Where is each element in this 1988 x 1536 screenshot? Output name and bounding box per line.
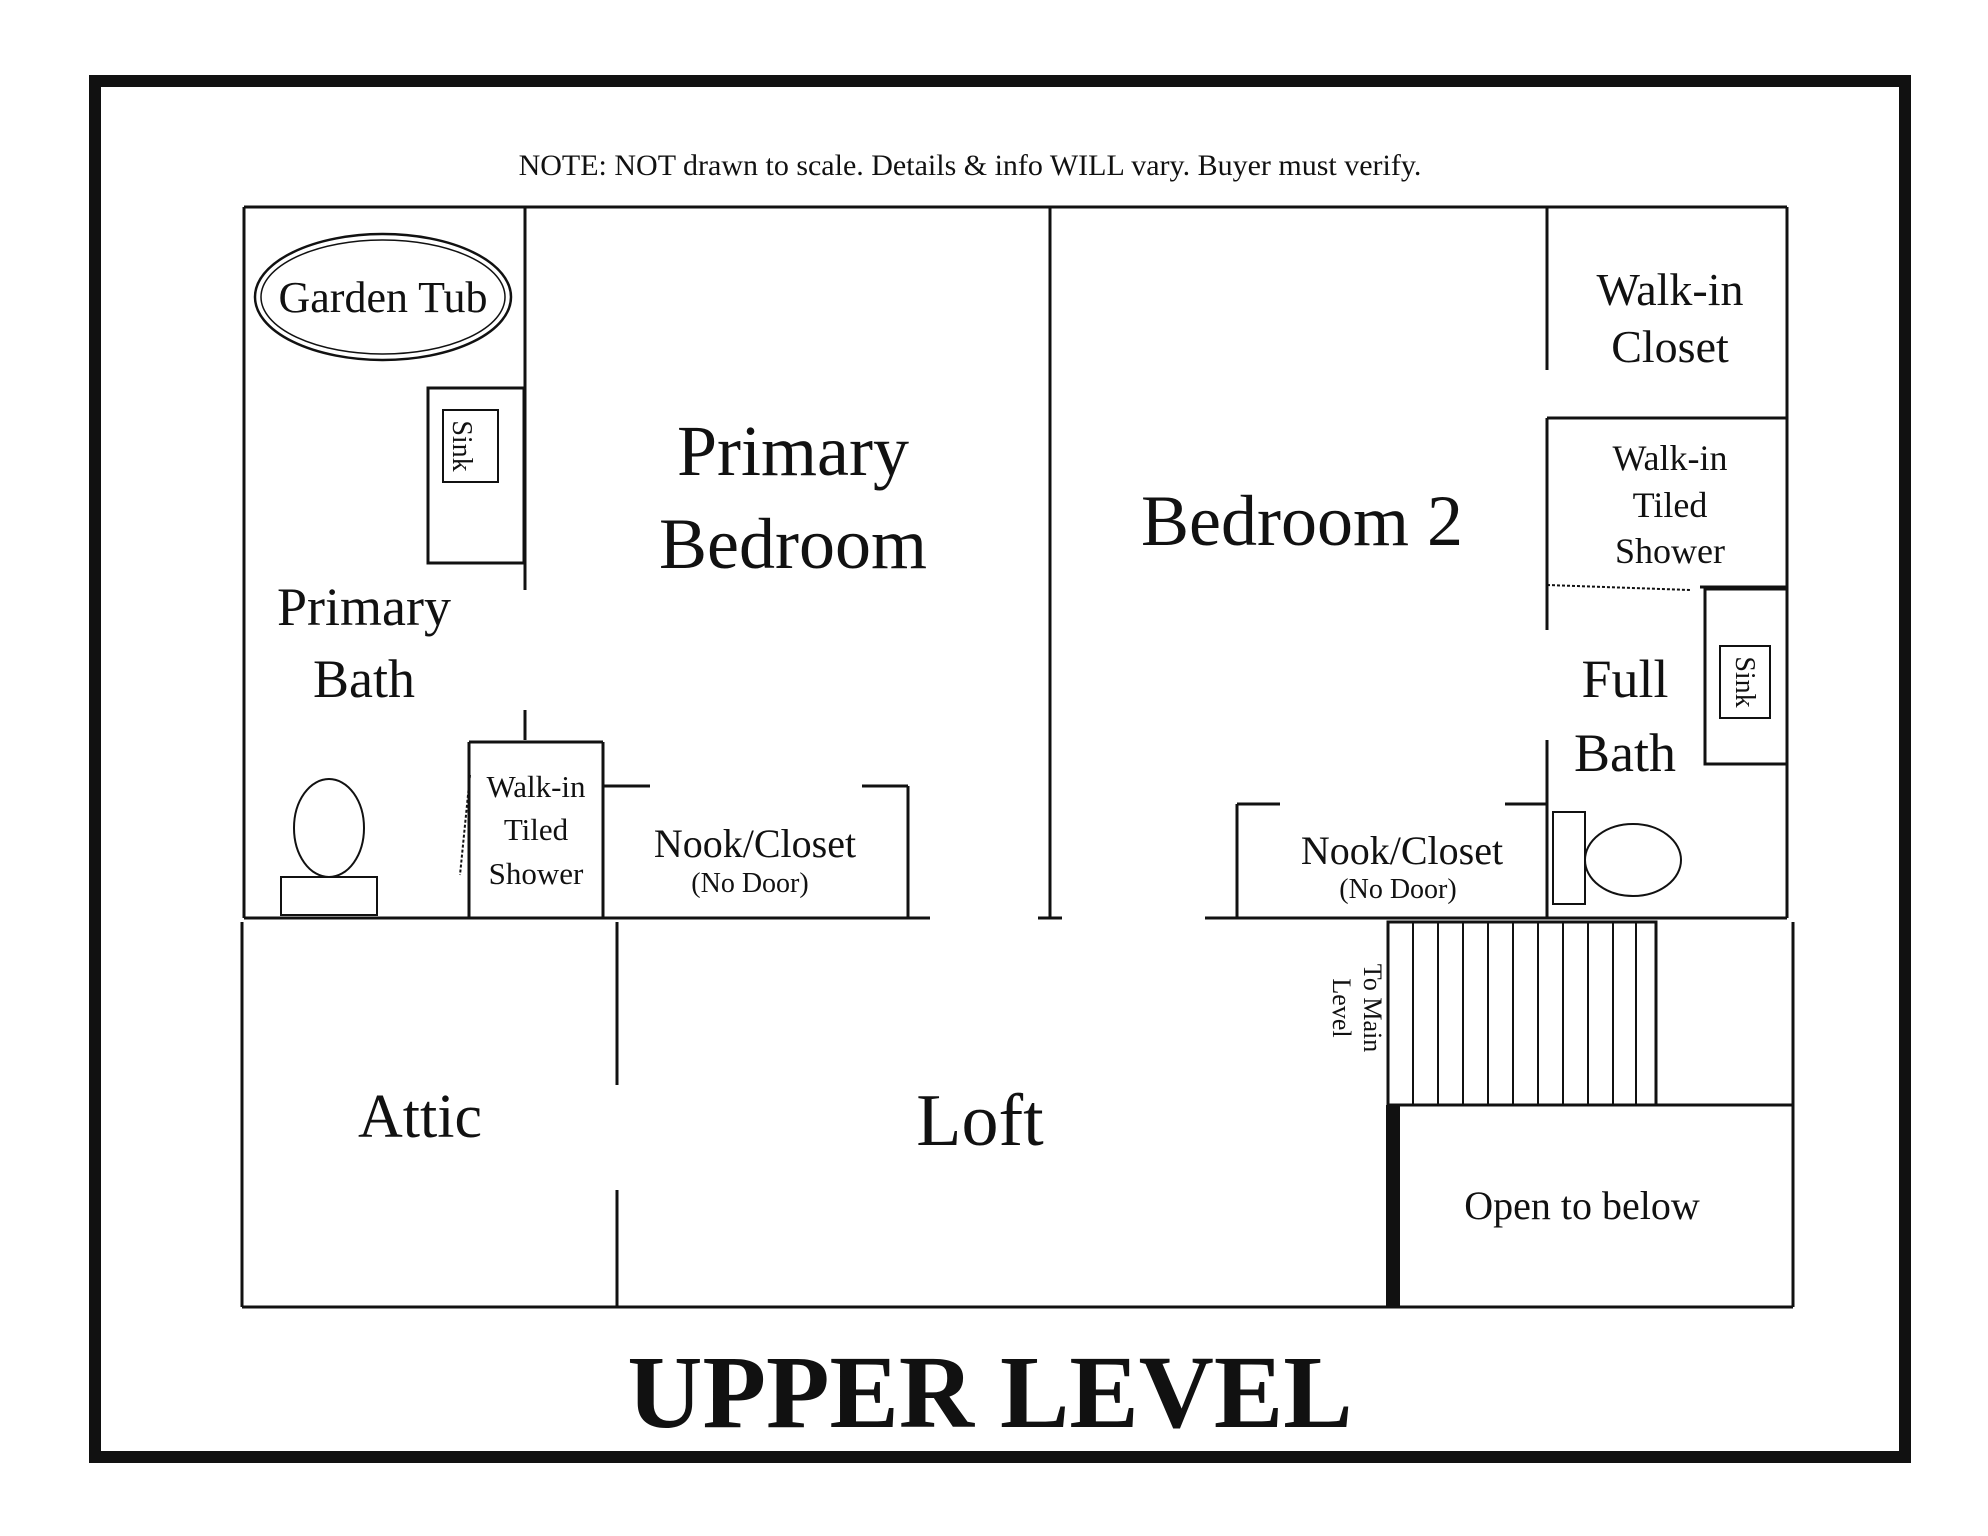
primary-bath-sink: Sink [426,386,526,565]
garden-tub-label: Garden Tub [278,273,487,322]
nook-closet-left: Nook/Closet (No Door) [603,784,910,918]
shower-left-line2: Tiled [504,812,569,847]
nook-right-label: Nook/Closet [1301,828,1503,873]
shower-right-line2: Tiled [1633,485,1708,525]
attic-label: Attic [358,1083,482,1151]
sink-label-left: Sink [446,420,477,471]
primary-bath-label-2: Bath [313,649,415,709]
level-title: UPPER LEVEL [627,1335,1352,1450]
shower-right-line1: Walk-in [1612,438,1727,478]
primary-shower: Walk-in Tiled Shower [459,740,605,918]
shower-left-line3: Shower [489,856,584,891]
primary-bedroom-label-1: Primary [677,411,909,491]
loft-label: Loft [916,1080,1044,1162]
full-bath-label-2: Bath [1574,723,1676,783]
full-bath-toilet [1552,811,1682,905]
stairs-label-line2: Level [1327,978,1356,1037]
primary-bedroom-label-2: Bedroom [659,504,927,584]
stairs-label-line1: To Main [1358,964,1387,1052]
primary-bath-toilet [280,778,378,916]
walkin-closet-label-2: Closet [1611,321,1729,372]
full-bath-sink: Sink [1719,645,1771,719]
primary-bath-label-1: Primary [277,577,451,637]
nook-left-nodoor: (No Door) [691,868,808,899]
open-to-below-label: Open to below [1464,1183,1700,1228]
sink-label-right: Sink [1729,656,1760,707]
outer-frame [89,75,1911,1463]
shower-left-line1: Walk-in [486,769,586,804]
staircase: To Main Level [1327,920,1658,1107]
full-bath-label-1: Full [1581,649,1668,709]
walkin-closet-label-1: Walk-in [1596,264,1743,315]
shower-right-line3: Shower [1615,531,1725,571]
nook-left-label: Nook/Closet [654,821,856,866]
bedroom2-label: Bedroom 2 [1141,481,1463,561]
plan-note: NOTE: NOT drawn to scale. Details & info… [519,149,1422,182]
nook-closet-right: Nook/Closet (No Door) [1235,802,1547,918]
garden-tub: Garden Tub [253,232,513,362]
nook-right-nodoor: (No Door) [1339,874,1456,905]
